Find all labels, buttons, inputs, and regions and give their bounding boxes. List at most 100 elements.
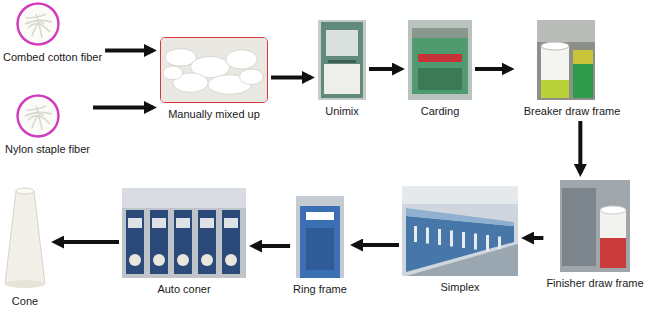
machine-bar [328,60,356,63]
bobbin [426,228,429,244]
step-label: Breaker draw frame [524,105,621,118]
process-step: Auto coner [122,188,246,296]
process-step: Ring frame [293,196,347,296]
photo-illustration [296,196,344,278]
step-label: Cone [12,295,38,308]
step-label: Ring frame [293,283,347,296]
photo-box [160,37,268,103]
fiber-circle [16,94,60,138]
machine-body [412,34,468,94]
machine-body [562,188,596,266]
cone-package [177,254,189,266]
fiber-tuft [226,50,257,69]
cone-package [153,254,165,266]
fiber-circle [18,96,59,137]
fiber-circle [16,2,60,46]
photo-ground [122,188,246,278]
fiber-tuft [240,69,264,85]
sliver-can-band [573,50,593,64]
photo-ground [537,20,595,100]
fiber-strand [36,106,42,130]
winding-unit [150,210,168,274]
flow-arrow [93,106,153,110]
photo-box [537,20,595,100]
photo-ground [296,196,344,278]
process-step: Nylon staple fiber [5,94,90,156]
cone-top [16,188,34,194]
fiber-strand [36,14,42,38]
photo-illustration [122,188,246,278]
flow-arrow [55,240,119,244]
sliver-can-top [541,42,569,50]
bobbin [462,232,465,248]
step-label: Finisher draw frame [546,277,643,290]
photo-box [318,20,366,100]
unit-display [152,218,166,228]
fiber-heap [324,64,360,94]
photo-ceiling [122,188,246,208]
cone-package [201,254,213,266]
step-label: Carding [421,105,460,118]
yarn-cone [5,191,45,284]
bobbin [438,229,441,245]
machine-window [326,30,358,56]
process-step: Cone [2,185,48,308]
photo-ceiling [537,20,595,42]
step-label: Nylon staple fiber [5,143,90,156]
photo-ground [560,180,630,272]
fiber-strand [32,23,44,37]
photo-ground [318,20,366,100]
sliver-can-band [600,238,626,268]
photo-floor [406,244,518,276]
machine-top [406,208,514,226]
photo-ceiling [402,186,518,204]
machine-top [412,28,468,38]
winding-unit [174,210,192,274]
cone-package [129,254,141,266]
photo-box [402,186,518,276]
sliver-can [600,210,626,268]
bobbin [486,235,489,251]
process-step: Unimix [318,20,366,118]
winding-unit [126,210,144,274]
process-step: Breaker draw frame [518,20,615,118]
process-step: Carding [408,20,472,118]
photo-illustration [408,20,472,100]
photo-box [122,188,246,278]
flow-arrow [578,121,582,173]
fiber-strand [32,115,44,129]
process-step: Simplex [402,186,518,294]
cone-package [225,254,237,266]
winding-unit [198,210,216,274]
step-label: Auto coner [157,283,210,296]
photo-illustration [16,94,60,138]
photo-ground [161,38,267,102]
cabinet-panel [306,228,334,270]
machine-panel [418,68,462,90]
step-label: Combed cotton fiber [3,51,102,64]
cone-base [5,280,45,288]
fiber-strand [25,112,52,116]
machine-body [321,22,363,98]
photo-box [2,185,48,290]
process-step: Manually mixed up [160,37,268,121]
bobbin [450,231,453,247]
bobbin [414,226,417,242]
winding-unit [222,210,240,274]
sliver-can [541,46,569,98]
unit-display [224,218,238,228]
flow-arrow [253,244,290,248]
sliver-can-band [541,80,569,98]
step-label: Simplex [440,281,479,294]
photo-box [296,196,344,278]
unit-display [200,218,214,228]
photo-box [408,20,472,100]
flow-arrow [369,67,401,71]
photo-illustration [402,186,518,276]
sliver-can [573,50,593,98]
fiber-circle [18,4,59,45]
photo-illustration [161,38,267,102]
photo-illustration [318,20,366,100]
